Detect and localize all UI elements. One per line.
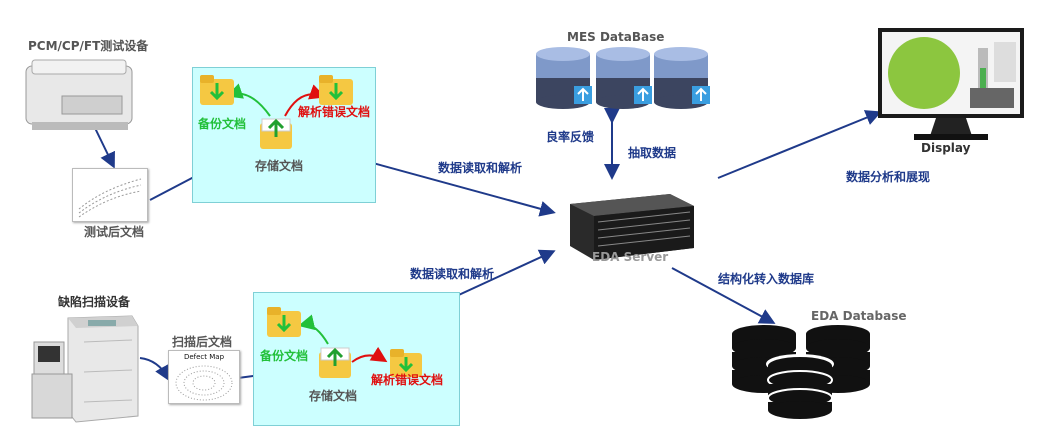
eda-server-label: EDA Server (592, 250, 669, 264)
display-label: Display (921, 141, 971, 155)
arrow-scanner-to-file (139, 357, 170, 382)
mes-db-label: MES DataBase (567, 30, 665, 44)
structured-db-label: 结构化转入数据库 (718, 272, 815, 286)
defect-device-label: 缺陷扫描设备 (58, 295, 131, 309)
store-folder-icon (317, 344, 353, 380)
store-label-bottom: 存储文档 (309, 389, 358, 403)
parse-error-label-bottom: 解析错误文档 (371, 373, 444, 387)
arrow-server-to-db (671, 267, 776, 324)
eda-database-icon (728, 322, 874, 422)
parse-error-folder-icon (388, 347, 424, 379)
arrow-server-to-display (717, 110, 882, 179)
printer-icon (22, 56, 142, 140)
store-folder-icon (258, 115, 294, 151)
scanned-file-label: 扫描后文档 (172, 335, 233, 349)
backup-label-top: 备份文档 (198, 117, 247, 131)
parse-error-folder-icon (317, 73, 355, 107)
server-icon (560, 184, 698, 260)
tested-file-document-icon (72, 168, 148, 222)
extract-data-label: 抽取数据 (628, 146, 677, 160)
pcm-device-label: PCM/CP/FT测试设备 (28, 39, 149, 53)
scanned-file-document-icon: Defect Map (168, 350, 240, 404)
backup-folder-icon (265, 305, 303, 339)
read-parse-label-bottom: 数据读取和解析 (410, 267, 495, 281)
defect-map-title: Defect Map (183, 353, 225, 361)
eda-database-label: EDA Database (811, 309, 907, 323)
yield-feedback-label: 良率反馈 (546, 130, 595, 144)
read-parse-label-top: 数据读取和解析 (438, 161, 523, 175)
store-label-top: 存储文档 (255, 159, 304, 173)
backup-label-bottom: 备份文档 (260, 349, 309, 363)
parse-error-label-top: 解析错误文档 (298, 105, 371, 119)
analysis-display-label: 数据分析和展现 (846, 170, 931, 184)
backup-folder-icon (198, 73, 236, 107)
monitor-icon (876, 28, 1026, 142)
arrow-printer-to-file (94, 127, 115, 169)
tested-file-label: 测试后文档 (84, 225, 145, 239)
database-icon (534, 44, 714, 110)
scanner-icon (28, 312, 146, 424)
